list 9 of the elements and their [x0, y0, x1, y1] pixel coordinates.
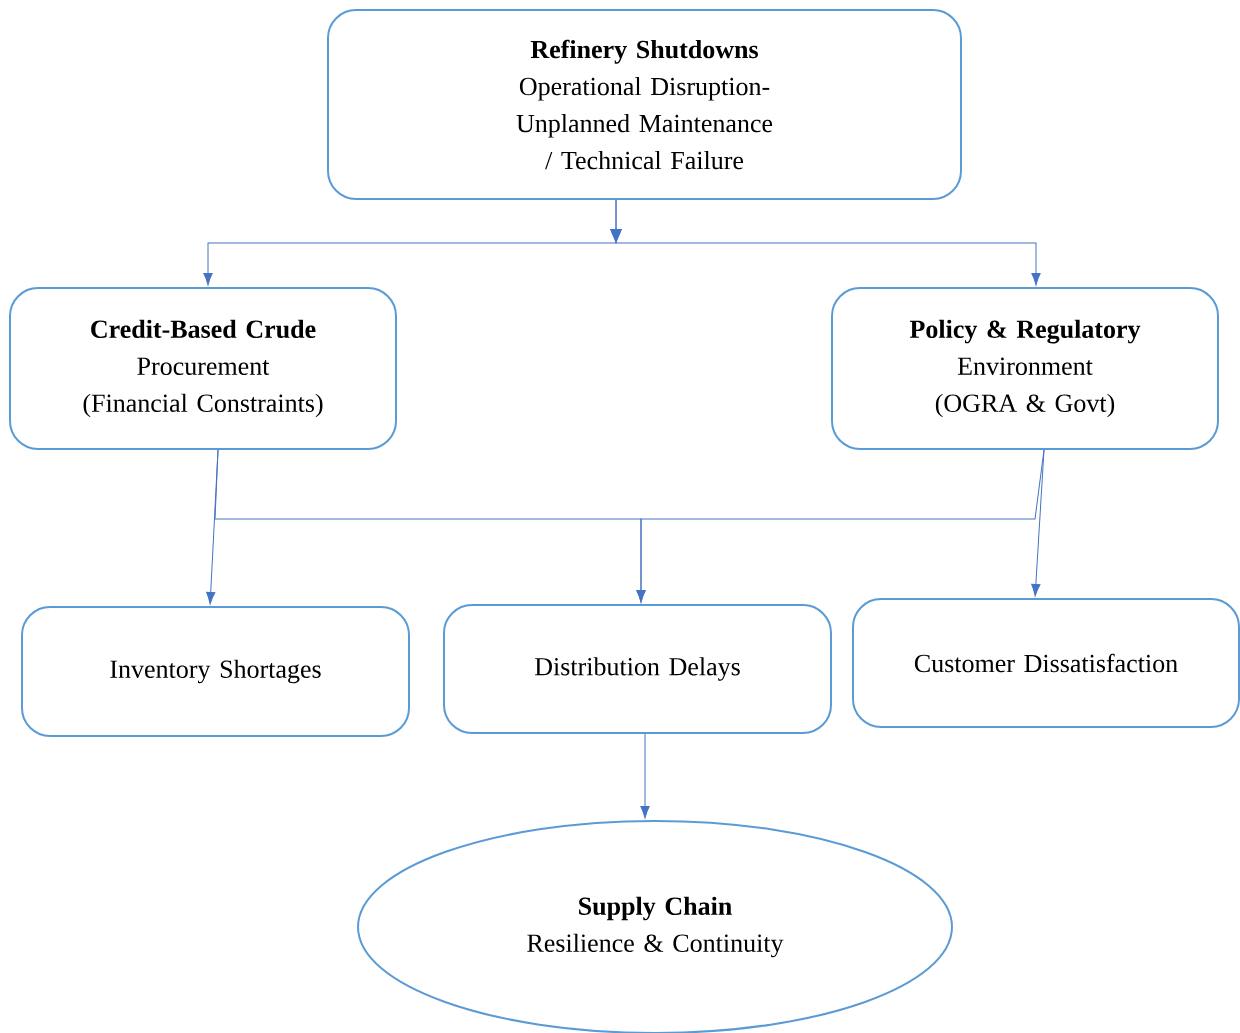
process-box: Inventory Shortages [21, 606, 410, 737]
process-box: Credit-Based Crude Procurement (Financial Constraints) [9, 287, 397, 450]
process-box: Refinery Shutdowns Operational Disruption- Unplanned Maintenance / Technical Failure [327, 9, 962, 200]
process-box: Customer Dissatisfaction [852, 598, 1240, 728]
arrow [1031, 449, 1045, 597]
process-box: Policy & Regulatory Environment (OGRA & Govt) [831, 287, 1219, 450]
arrow [610, 199, 1041, 286]
arrow [640, 733, 650, 819]
process-box: Distribution Delays [443, 604, 832, 734]
